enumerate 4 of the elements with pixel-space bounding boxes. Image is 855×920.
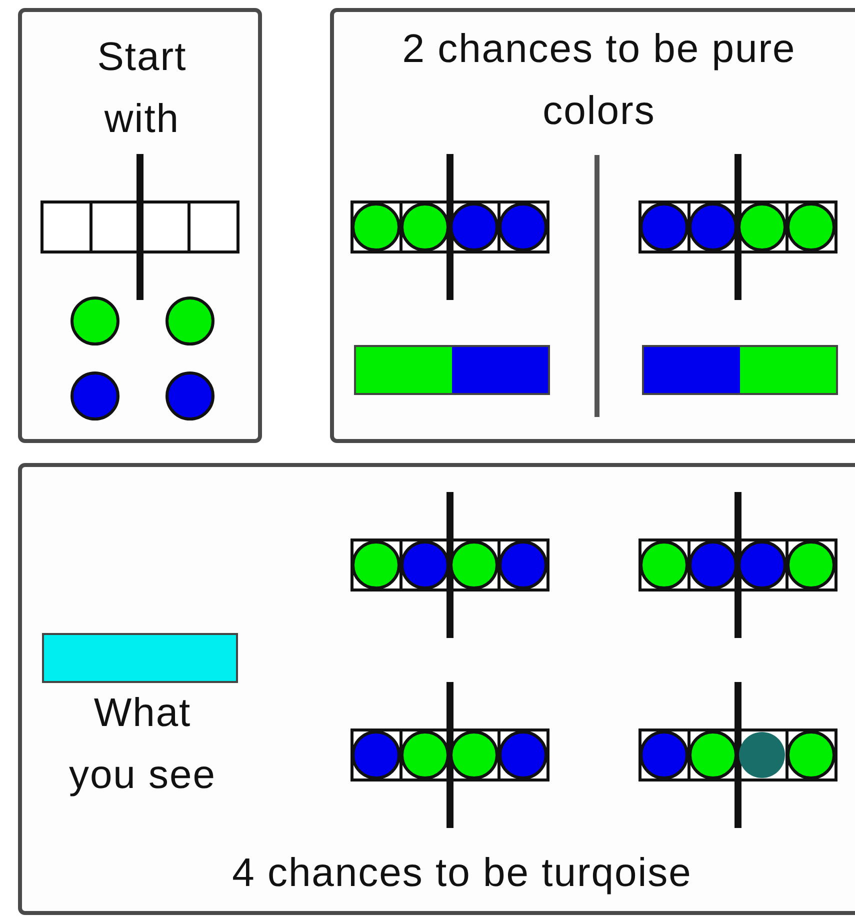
heading: 4 chances to be turqoise [231, 850, 693, 897]
heading: 2 chances to be pure colors [401, 26, 797, 135]
label-text: What you see [68, 690, 218, 799]
heading: Start with [96, 34, 188, 143]
